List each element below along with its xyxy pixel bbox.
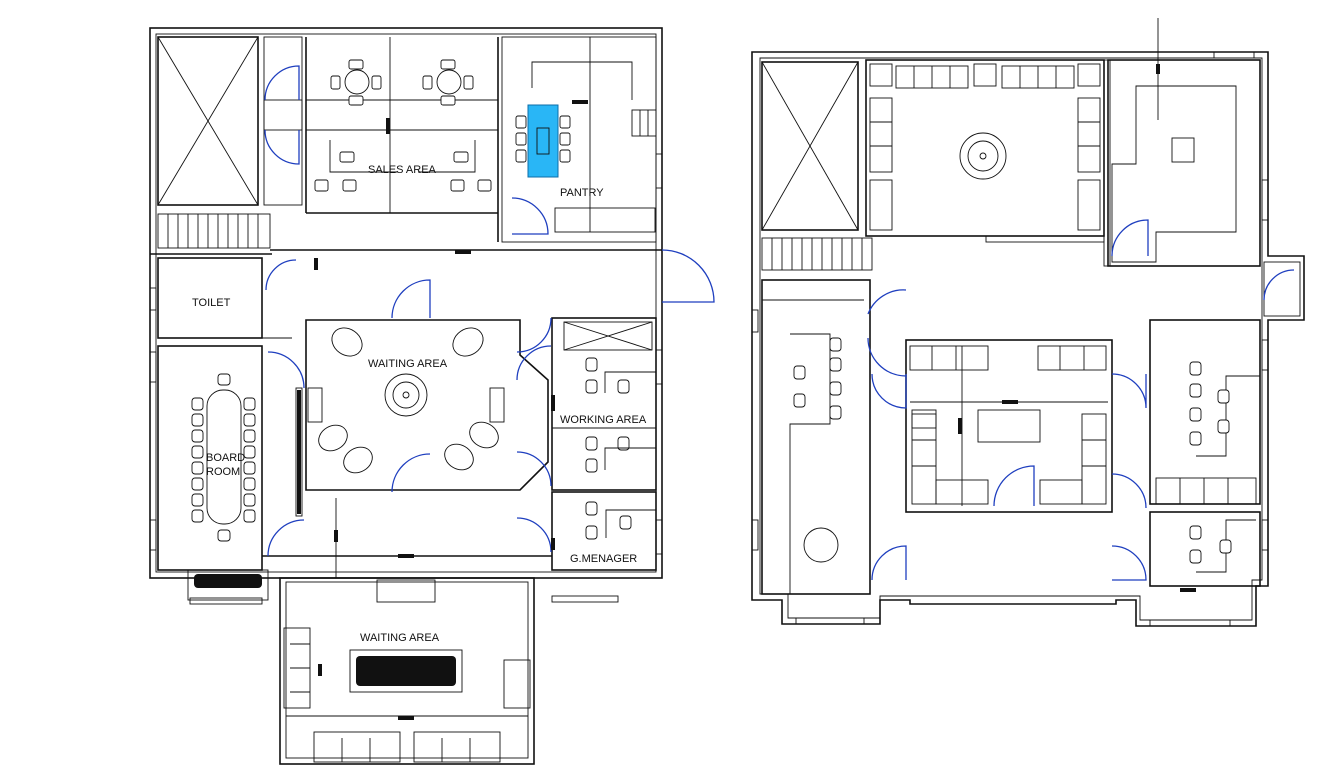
working-area-chairs (585, 357, 630, 473)
label-working-area: WORKING AREA (560, 414, 647, 426)
right-door-swings (867, 219, 1295, 581)
pantry-table-highlight (527, 104, 559, 178)
toilet-room (157, 257, 263, 339)
stairs-right (761, 237, 873, 271)
label-pantry: PANTRY (560, 187, 604, 199)
right-office-lower (1149, 511, 1261, 587)
sales-area-furniture (314, 59, 492, 192)
left-door-swings (264, 65, 715, 557)
label-board-line2: ROOM (206, 466, 240, 478)
label-sales-area: SALES AREA (368, 164, 437, 176)
working-area-room (551, 317, 657, 491)
annex-waiting-area (279, 577, 535, 765)
top-right-room (1107, 59, 1261, 267)
left-office (761, 279, 871, 595)
boardroom-chairs (191, 373, 256, 542)
label-waiting-area: WAITING AREA (368, 358, 448, 370)
label-g-manager: G.MENAGER (570, 553, 637, 565)
lift-shaft-right (761, 61, 859, 231)
left-floor-plan: SALES AREA PANTRY TOILET WAITING AREA WO… (149, 27, 715, 765)
lift-shaft (157, 36, 259, 206)
central-lounge (905, 339, 1113, 513)
annex-sofas (313, 731, 501, 763)
waiting-area-room (305, 319, 549, 491)
right-office-upper (1149, 319, 1261, 505)
stairs-left (157, 213, 271, 249)
label-toilet: TOILET (192, 297, 231, 309)
label-annex-waiting-area: WAITING AREA (360, 632, 440, 644)
label-board-line1: BOARD (206, 452, 245, 464)
right-floor-plan (751, 18, 1305, 627)
